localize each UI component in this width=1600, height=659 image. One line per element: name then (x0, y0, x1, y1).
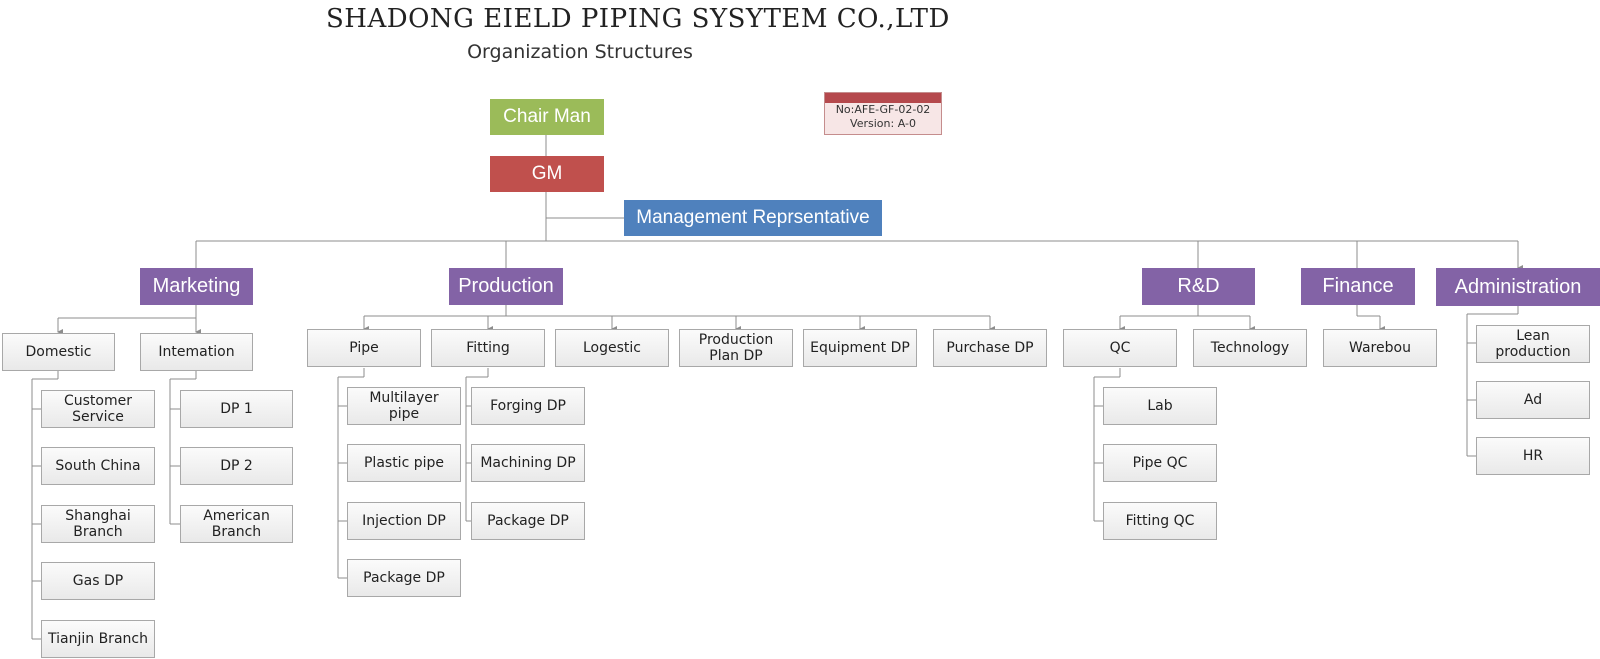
injection-dp-node[interactable]: Injection DP (347, 502, 461, 540)
chairman-node[interactable]: Chair Man (490, 99, 604, 135)
production-plan-node[interactable]: Production Plan DP (679, 329, 793, 367)
gm-node[interactable]: GM (490, 156, 604, 192)
dp1-node[interactable]: DP 1 (180, 390, 293, 428)
plastic-pipe-node[interactable]: Plastic pipe (347, 444, 461, 482)
production-node[interactable]: Production (449, 268, 563, 305)
document-info-card: No:AFE-GF-02-02 Version: A-0 (824, 92, 942, 135)
equipment-node[interactable]: Equipment DP (803, 329, 917, 367)
international-node[interactable]: Intemation (140, 333, 253, 371)
purchase-node[interactable]: Purchase DP (933, 329, 1047, 367)
american-branch-node[interactable]: American Branch (180, 505, 293, 543)
rnd-node[interactable]: R&D (1142, 268, 1255, 305)
management-representative-node[interactable]: Management Reprsentative (624, 200, 882, 236)
lab-node[interactable]: Lab (1103, 387, 1217, 425)
gas-dp-node[interactable]: Gas DP (41, 562, 155, 600)
page-subtitle: Organization Structures (467, 41, 693, 63)
pipe-qc-node[interactable]: Pipe QC (1103, 444, 1217, 482)
company-title: SHADONG EIELD PIPING SYSYTEM CO.,LTD (326, 4, 950, 34)
fitting-node[interactable]: Fitting (431, 329, 545, 367)
shanghai-branch-node[interactable]: Shanghai Branch (41, 505, 155, 543)
document-info-header-bar (825, 93, 941, 103)
pipe-node[interactable]: Pipe (307, 329, 421, 367)
forging-dp-node[interactable]: Forging DP (471, 387, 585, 425)
south-china-node[interactable]: South China (41, 447, 155, 485)
ad-node[interactable]: Ad (1476, 381, 1590, 419)
multilayer-pipe-node[interactable]: Multilayer pipe (347, 387, 461, 425)
document-version: Version: A-0 (850, 117, 916, 130)
marketing-node[interactable]: Marketing (140, 268, 253, 305)
fitting-qc-node[interactable]: Fitting QC (1103, 502, 1217, 540)
warehouse-node[interactable]: Warebou (1323, 329, 1437, 367)
fitting-package-dp-node[interactable]: Package DP (471, 502, 585, 540)
tianjin-branch-node[interactable]: Tianjin Branch (41, 620, 155, 658)
machining-dp-node[interactable]: Machining DP (471, 444, 585, 482)
lean-production-node[interactable]: Lean production (1476, 325, 1590, 363)
qc-node[interactable]: QC (1063, 329, 1177, 367)
dp2-node[interactable]: DP 2 (180, 447, 293, 485)
finance-node[interactable]: Finance (1301, 268, 1415, 305)
technology-node[interactable]: Technology (1193, 329, 1307, 367)
administration-node[interactable]: Administration (1436, 268, 1600, 306)
document-number: No:AFE-GF-02-02 (835, 103, 931, 116)
domestic-node[interactable]: Domestic (2, 333, 115, 371)
hr-node[interactable]: HR (1476, 437, 1590, 475)
logistic-node[interactable]: Logestic (555, 329, 669, 367)
customer-service-node[interactable]: Customer Service (41, 390, 155, 428)
pipe-package-dp-node[interactable]: Package DP (347, 559, 461, 597)
